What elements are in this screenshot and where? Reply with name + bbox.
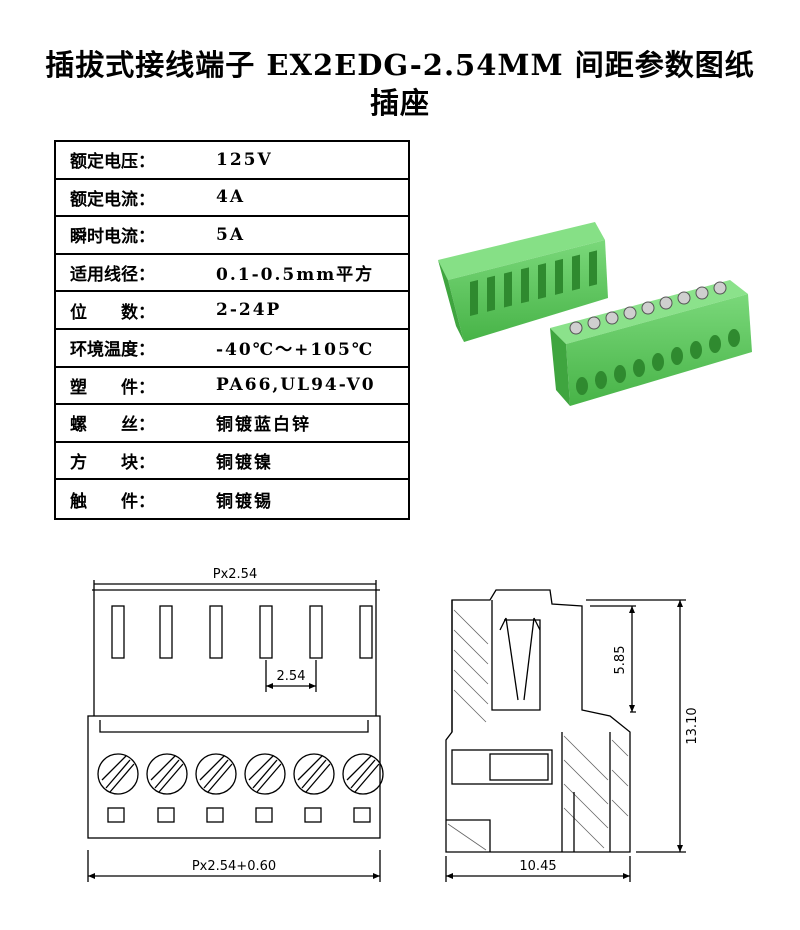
- spec-value: PA66,UL94-V0: [216, 375, 376, 396]
- spec-key: 适用线径：: [70, 265, 155, 286]
- spec-key: 触 件：: [70, 491, 155, 512]
- spec-value: 铜镀镍: [216, 453, 273, 474]
- spec-value: 5A: [216, 224, 246, 245]
- spec-value: 铜镀锡: [216, 491, 273, 512]
- front-view: [87, 580, 384, 882]
- spec-key: 环境温度：: [70, 340, 155, 361]
- spec-row: 额定电流： 4A: [56, 180, 408, 218]
- spec-row: 塑 件： PA66,UL94-V0: [56, 368, 408, 406]
- technical-drawing: Px2.54 2.54 Px2.54+0.60 10.45 5.85 13.10: [87, 567, 700, 882]
- spec-value: 铜镀蓝白锌: [216, 415, 311, 436]
- spec-key: 额定电流：: [70, 189, 155, 210]
- screw-row: [97, 753, 384, 795]
- spec-row: 位 数： 2-24P: [56, 292, 408, 330]
- dim-total-height: 13.10: [685, 707, 700, 744]
- title-line-2: 插座: [369, 86, 430, 120]
- title-line-1: 插拔式接线端子 EX2EDG-2.54MM 间距参数图纸: [45, 48, 755, 82]
- spec-value: -40℃～+105℃: [216, 340, 375, 361]
- spec-row: 适用线径： 0.1-0.5mm平方: [56, 255, 408, 293]
- spec-key: 螺 丝：: [70, 415, 155, 436]
- dim-upper-height: 5.85: [613, 646, 628, 675]
- spec-row: 方 块： 铜镀镍: [56, 443, 408, 481]
- spec-row: 瞬时电流： 5A: [56, 217, 408, 255]
- dim-side-width: 10.45: [519, 859, 556, 874]
- spec-value: 0.1-0.5mm平方: [216, 265, 375, 286]
- spec-key: 瞬时电流：: [70, 227, 155, 248]
- side-view: [445, 589, 686, 882]
- spec-value: 2-24P: [216, 300, 282, 321]
- spec-key: 方 块：: [70, 453, 155, 474]
- dim-top-pitch: Px2.54: [213, 567, 257, 582]
- header-connector: [550, 280, 752, 406]
- spec-row: 额定电压： 125V: [56, 142, 408, 180]
- spec-row: 环境温度： -40℃～+105℃: [56, 330, 408, 368]
- spec-row: 触 件： 铜镀锡: [56, 480, 408, 518]
- spec-key: 额定电压：: [70, 152, 155, 173]
- dim-pitch: 2.54: [277, 669, 306, 684]
- page-title: 插拔式接线端子 EX2EDG-2.54MM 间距参数图纸 插座: [0, 46, 800, 122]
- spec-value: 4A: [216, 187, 246, 208]
- dim-bottom-width: Px2.54+0.60: [192, 859, 276, 874]
- spec-row: 螺 丝： 铜镀蓝白锌: [56, 405, 408, 443]
- plug-connector: [438, 222, 608, 342]
- spec-table: 额定电压： 125V 额定电流： 4A 瞬时电流： 5A 适用线径： 0.1-0.5mm…: [54, 140, 410, 520]
- spec-value: 125V: [216, 149, 273, 170]
- spec-key: 位 数：: [70, 302, 155, 323]
- spec-key: 塑 件：: [70, 377, 155, 398]
- connector-photo: [438, 222, 752, 406]
